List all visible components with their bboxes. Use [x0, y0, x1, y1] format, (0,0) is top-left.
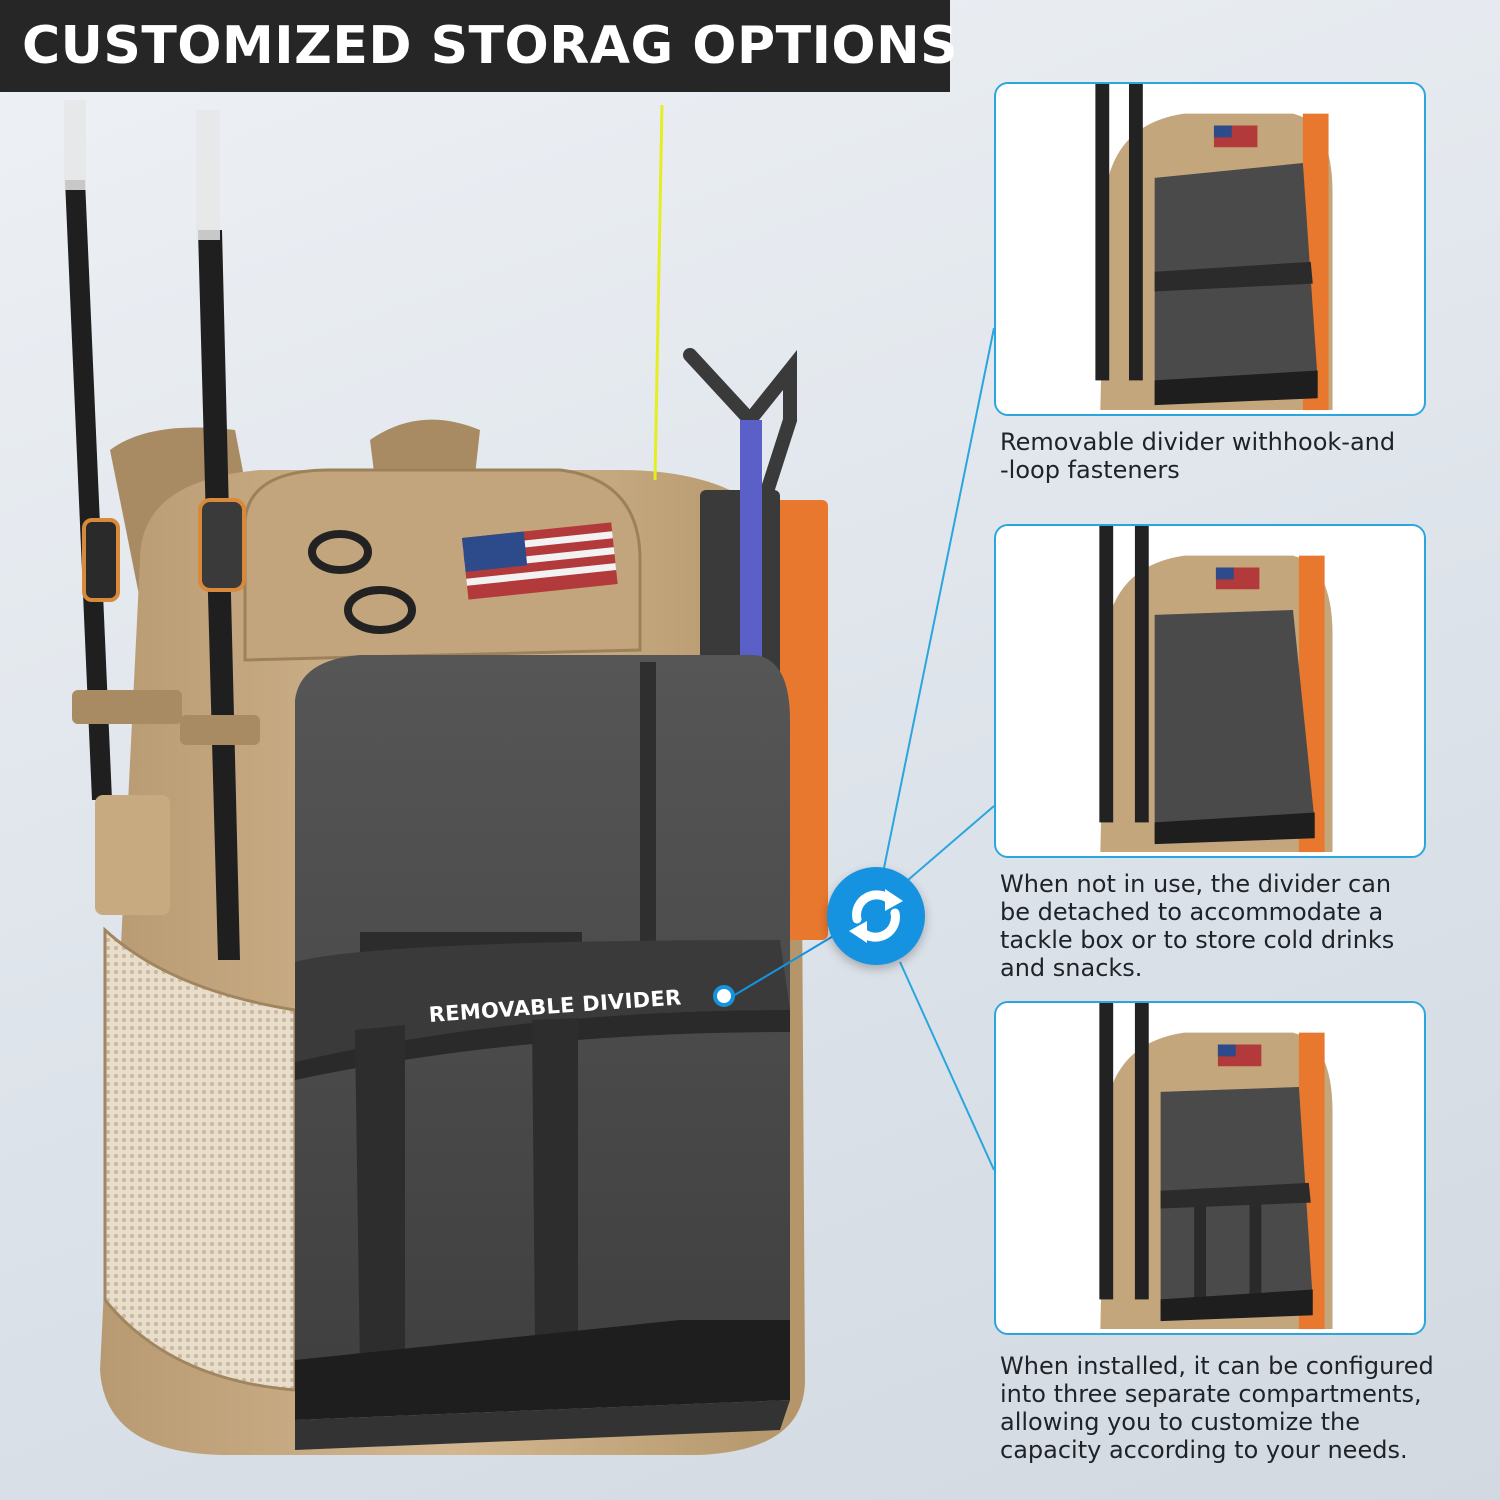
swap-configuration-button[interactable] — [827, 867, 925, 965]
page-title: CUSTOMIZED STORAG OPTIONS — [22, 16, 959, 76]
panel-three-compartments — [994, 1001, 1426, 1335]
caption-line: Removable divider withhook-and — [1000, 428, 1396, 456]
panel-3-image — [996, 1003, 1424, 1333]
caption-line: capacity according to your needs. — [1000, 1436, 1408, 1464]
panel-divider-installed — [994, 82, 1426, 416]
panel-divider-removed — [994, 524, 1426, 858]
caption-panel-2: When not in use, the divider can be deta… — [1000, 870, 1460, 982]
caption-line: tackle box or to store cold drinks — [1000, 926, 1395, 954]
caption-line: be detached to accommodate a — [1000, 898, 1384, 926]
fishing-rod-right — [196, 110, 246, 960]
panel-1-image — [996, 84, 1424, 414]
panel-2-image — [996, 526, 1424, 856]
caption-panel-3: When installed, it can be configured int… — [1000, 1352, 1460, 1464]
caption-line: allowing you to customize the — [1000, 1408, 1360, 1436]
flag-patch — [461, 522, 618, 600]
caption-line: -loop fasteners — [1000, 456, 1180, 484]
caption-line: When not in use, the divider can — [1000, 870, 1392, 898]
caption-line: into three separate compartments, — [1000, 1380, 1422, 1408]
backpack-hero-image — [64, 100, 828, 1455]
caption-line: When installed, it can be configured — [1000, 1352, 1434, 1380]
refresh-arrows-icon — [849, 889, 903, 943]
caption-line: and snacks. — [1000, 954, 1143, 982]
fishing-rod-left — [64, 100, 120, 800]
title-bar: CUSTOMIZED STORAG OPTIONS — [0, 0, 958, 92]
caption-panel-1: Removable divider withhook-and -loop fas… — [1000, 428, 1460, 484]
